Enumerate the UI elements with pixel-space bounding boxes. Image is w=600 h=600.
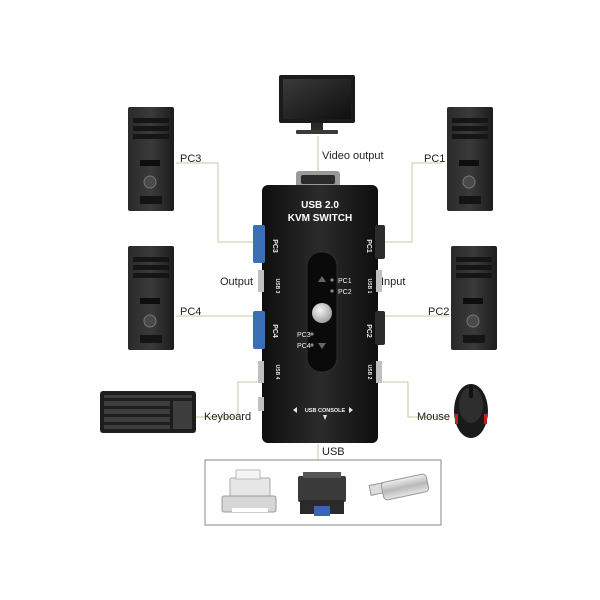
usb-console-label: USB CONSOLE [305, 408, 346, 414]
port-label-usb3: USB 3 [274, 279, 280, 294]
led-label-pc1: PC1 [338, 278, 352, 285]
monitor-icon [279, 75, 355, 134]
connector-lines [176, 136, 450, 460]
keyboard-label: Keyboard [204, 411, 252, 423]
usb-flash-drive-icon [368, 473, 430, 501]
led-label-pc4: PC4 [297, 343, 311, 350]
port-label-usb4: USB 4 [274, 365, 280, 380]
port-label-pc2: PC2 [365, 324, 372, 338]
pc3-label: PC3 [180, 153, 202, 165]
video-output-label: Video output [322, 150, 384, 162]
device-title-line1: USB 2.0 [301, 200, 339, 211]
port-label-pc1: PC1 [365, 239, 372, 253]
multifunction-printer-icon [298, 472, 346, 516]
led-label-pc2: PC2 [338, 289, 352, 296]
mouse-label: Mouse [417, 411, 451, 423]
device-title-line2: KVM SWITCH [288, 213, 352, 224]
led-label-pc3: PC3 [297, 332, 311, 339]
tower-pc4-icon [128, 246, 174, 350]
switch-button [312, 303, 332, 323]
kvm-switch-device: USB 2.0 KVM SWITCH PC3 PC1 PC4 PC2 USB 3… [253, 171, 385, 443]
line-keyboard [196, 381, 262, 418]
input-label: Input [381, 276, 406, 288]
pc1-label: PC1 [424, 153, 446, 165]
pc4-label: PC4 [180, 306, 202, 318]
port-label-pc4: PC4 [271, 324, 278, 338]
pc2-label: PC2 [428, 306, 450, 318]
port-label-usb2: USB 2 [366, 365, 372, 380]
mouse-icon [454, 384, 488, 438]
printer-icon [221, 469, 277, 513]
tower-pc3-icon [128, 107, 174, 211]
tower-pc2-icon [451, 246, 497, 350]
port-label-usb1: USB 1 [366, 279, 372, 294]
line-pc1 [378, 162, 442, 243]
tower-pc1-icon [447, 107, 493, 211]
port-label-pc3: PC3 [271, 239, 278, 253]
usb-label: USB [322, 446, 345, 458]
usb-peripherals-box [204, 459, 442, 526]
line-mouse [378, 381, 450, 418]
line-pc3 [176, 162, 262, 243]
output-label: Output [220, 276, 254, 288]
keyboard-icon [100, 391, 196, 433]
